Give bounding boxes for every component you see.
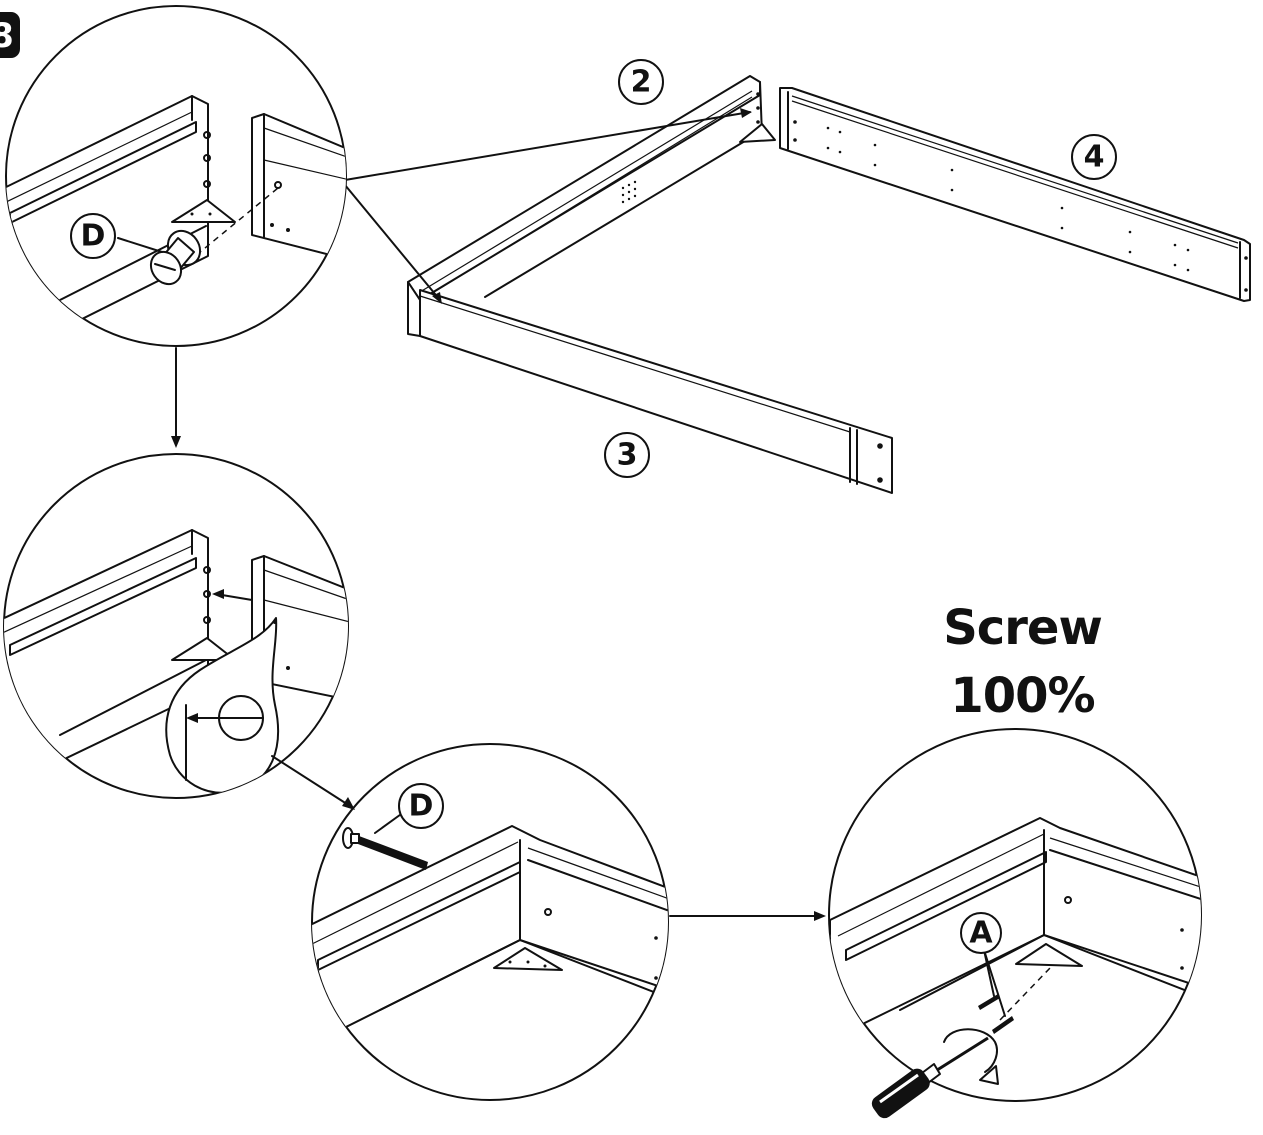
label-part-3: 3: [604, 432, 650, 478]
label-part-2-text: 2: [631, 65, 652, 100]
label-part-4: 4: [1071, 134, 1117, 180]
arrow-detail-2-to-3: [271, 755, 355, 810]
step-badge: 8: [0, 12, 20, 58]
label-screw-a-text: A: [969, 916, 993, 951]
label-cam-d-text: D: [81, 219, 106, 254]
panel-part-4: [779, 87, 1251, 302]
label-part-4-text: 4: [1084, 140, 1105, 175]
callout-lines-detail-1: [344, 108, 752, 304]
label-part-3-text: 3: [617, 438, 638, 473]
panel-part-3: [407, 281, 893, 494]
connector-bolt: [342, 827, 428, 870]
instruction-line-1: Screw: [943, 600, 1103, 656]
wood-screws: [978, 994, 1014, 1034]
screwdriver-icon: [871, 1036, 989, 1119]
detail-screw-fastening: A: [828, 728, 1202, 1119]
detail-cam-insert: D: [5, 5, 347, 347]
frame-assembly: 2 3 4: [407, 59, 1251, 494]
instruction-line-2: 100%: [950, 668, 1095, 724]
panel-part-2: [407, 75, 776, 336]
clockwise-rotation-icon: [943, 1028, 999, 1085]
detail-bolt-insert: D: [311, 743, 669, 1101]
arrow-detail-3-to-4: [669, 911, 826, 921]
cam-lock-fitting: [149, 229, 202, 286]
label-bolt-d-text: D: [409, 789, 434, 824]
label-part-2: 2: [618, 59, 664, 105]
detail-cam-orientation: [3, 453, 349, 799]
arrow-detail-1-to-2: [171, 347, 181, 448]
step-number: 8: [0, 16, 14, 56]
